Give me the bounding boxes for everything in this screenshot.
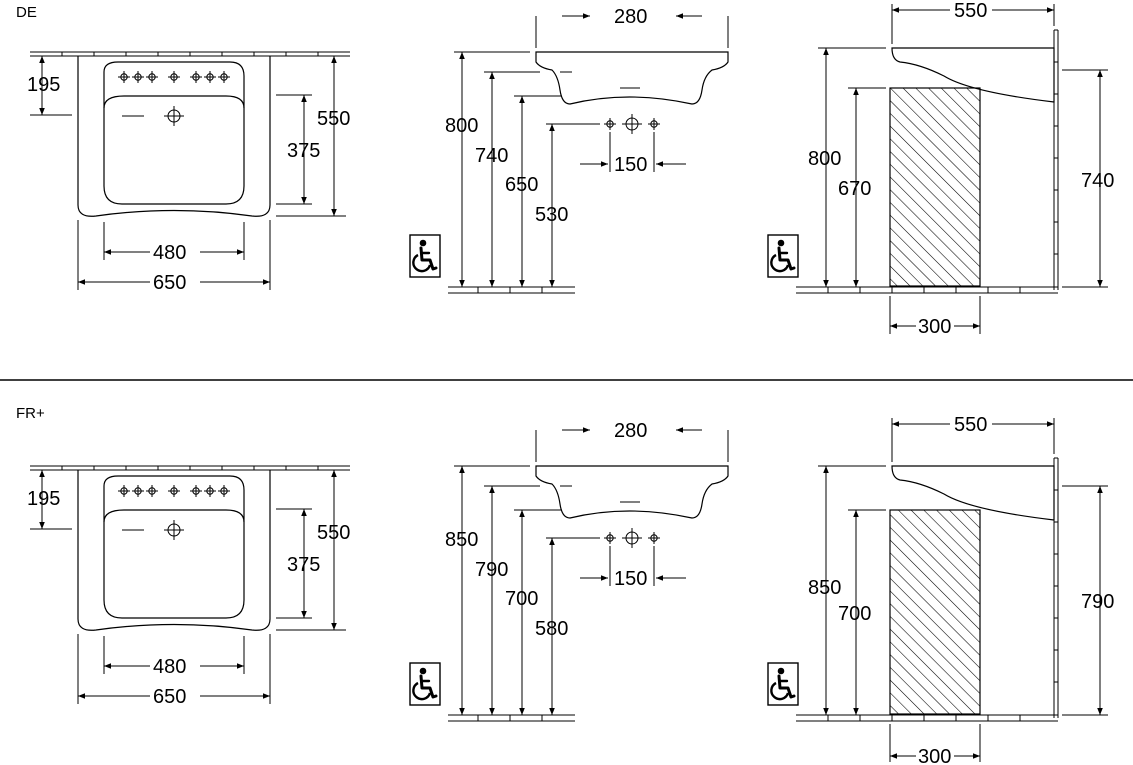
dim-375: 375 [287, 554, 320, 576]
wheelchair-icon [766, 233, 800, 279]
section-label: DE [16, 4, 37, 21]
dim-375: 375 [287, 140, 320, 162]
dim-height-1: 800 [445, 115, 478, 137]
dim-280: 280 [614, 420, 647, 442]
profile-view-dimensions: 550 850 700 790 300 [766, 414, 1114, 765]
top-view-basin [30, 465, 350, 631]
dim-height-1: 850 [808, 577, 841, 599]
dim-280: 280 [614, 6, 647, 28]
wheelchair-icon [408, 661, 442, 707]
dim-height-4: 580 [535, 618, 568, 640]
dim-300: 300 [918, 746, 951, 765]
side-view-basin [448, 465, 729, 722]
dim-650: 650 [153, 272, 186, 294]
dim-650: 650 [153, 686, 186, 708]
dim-550: 550 [954, 0, 987, 22]
top-view-dimensions: 195 550 375 480 650 [27, 56, 350, 294]
section-label: FR+ [16, 405, 45, 422]
dim-height-3: 790 [1081, 591, 1114, 613]
dim-550: 550 [954, 414, 987, 436]
dim-300: 300 [918, 316, 951, 338]
dim-480: 480 [153, 242, 186, 264]
side-view-dimensions: 280 150 800 740 650 530 [408, 6, 729, 287]
profile-view-dimensions: 550 800 670 740 300 [766, 0, 1114, 338]
dim-height-2: 740 [475, 145, 508, 167]
dim-480: 480 [153, 656, 186, 678]
dim-height-3: 740 [1081, 170, 1114, 192]
profile-view-basin [796, 29, 1059, 294]
dim-150: 150 [614, 154, 647, 176]
dim-550: 550 [317, 108, 350, 130]
top-view-basin [30, 51, 350, 217]
dim-150: 150 [614, 568, 647, 590]
dim-height-2: 670 [838, 178, 871, 200]
section-de: DE [16, 0, 1114, 338]
side-view-dimensions: 280 150 850 790 700 580 [408, 420, 729, 715]
dim-height-3: 700 [505, 588, 538, 610]
dim-height-4: 530 [535, 204, 568, 226]
top-view-dimensions: 195 550 375 480 650 [27, 470, 350, 708]
section-frplus: FR+ [16, 405, 1114, 765]
dim-550: 550 [317, 522, 350, 544]
profile-view-basin [796, 457, 1059, 722]
dim-height-3: 650 [505, 174, 538, 196]
dim-height-1: 800 [808, 148, 841, 170]
dim-height-2: 790 [475, 559, 508, 581]
wheelchair-icon [766, 661, 800, 707]
dim-height-2: 700 [838, 603, 871, 625]
wheelchair-icon [408, 233, 442, 279]
side-view-basin [448, 51, 729, 294]
dim-195: 195 [27, 74, 60, 96]
dim-height-1: 850 [445, 529, 478, 551]
dim-195: 195 [27, 488, 60, 510]
